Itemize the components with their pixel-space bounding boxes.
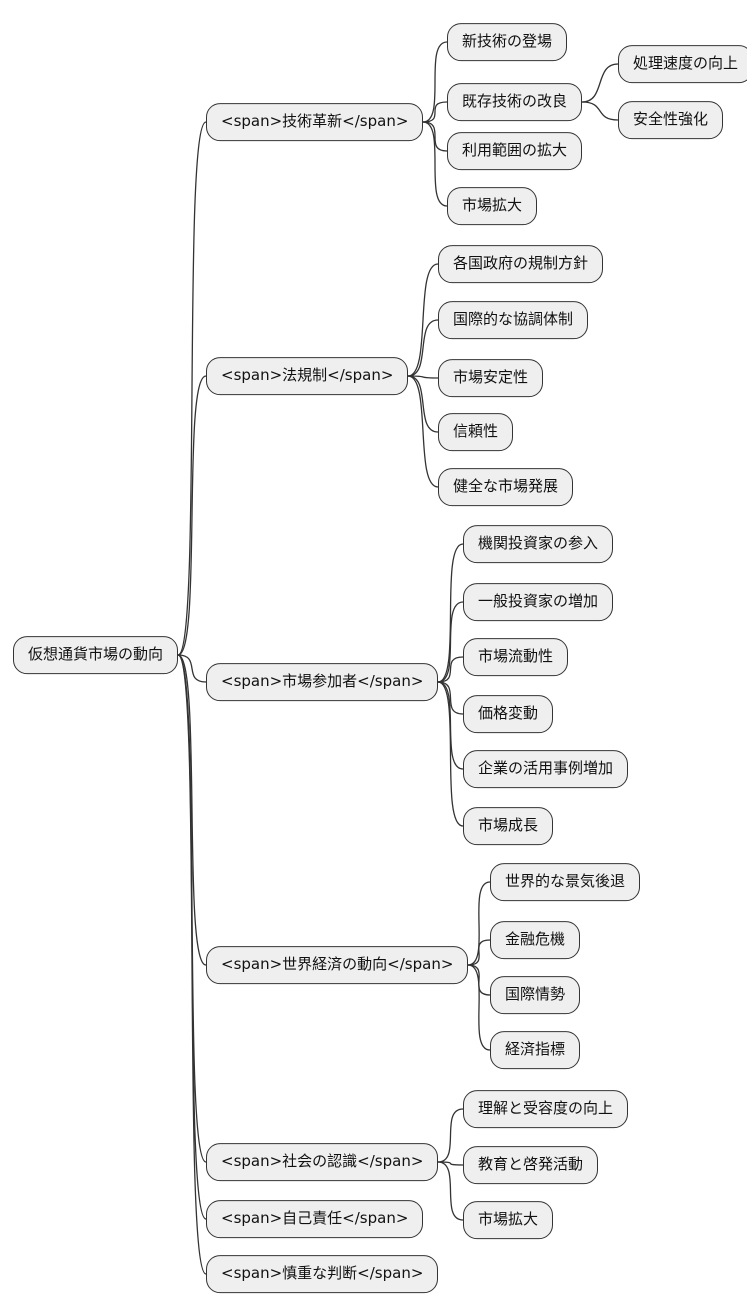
mindmap-node-part1: 機関投資家の参入 xyxy=(463,525,614,563)
edge-tech2-tech2a xyxy=(581,63,619,103)
mindmap-node-econ1: 世界的な景気後退 xyxy=(490,863,641,901)
mindmap-node-tech3: 利用範囲の拡大 xyxy=(447,132,583,170)
mindmap-node-econ4: 経済指標 xyxy=(490,1031,581,1069)
edge-part-part4 xyxy=(437,681,464,715)
mindmap-node-soc2: 教育と啓発活動 xyxy=(463,1146,599,1184)
mindmap-node-tech2b: 安全性強化 xyxy=(618,101,724,139)
mindmap-node-root: 仮想通貨市場の動向 xyxy=(13,636,179,674)
edge-econ-econ4 xyxy=(467,964,491,1051)
edge-soc-soc3 xyxy=(437,1161,464,1221)
mindmap-node-part2: 一般投資家の増加 xyxy=(463,583,614,621)
edge-law-law5 xyxy=(407,375,439,488)
edge-root-judg xyxy=(177,654,207,1275)
edge-soc-soc2 xyxy=(437,1161,464,1166)
edge-tech-tech2 xyxy=(422,101,448,123)
mindmap-node-tech1: 新技術の登場 xyxy=(447,23,568,61)
edge-part-part6 xyxy=(437,681,464,827)
mindmap-node-tech: <span>技術革新</span> xyxy=(206,103,424,141)
edge-tech2-tech2b xyxy=(581,101,619,121)
edge-part-part1 xyxy=(437,543,464,683)
mindmap-node-law4: 信頼性 xyxy=(438,413,514,451)
mindmap-node-tech4: 市場拡大 xyxy=(447,187,538,225)
mindmap-node-law5: 健全な市場発展 xyxy=(438,468,574,506)
mindmap-node-part6: 市場成長 xyxy=(463,807,554,845)
mindmap-node-resp: <span>自己責任</span> xyxy=(206,1200,424,1238)
mindmap-node-tech2: 既存技術の改良 xyxy=(447,83,583,121)
edge-part-part2 xyxy=(437,601,464,683)
edge-econ-econ2 xyxy=(467,939,491,966)
edge-root-law xyxy=(177,375,207,656)
edge-law-law2 xyxy=(407,319,439,377)
mindmap-node-part3: 市場流動性 xyxy=(463,638,569,676)
mindmap-node-econ3: 国際情勢 xyxy=(490,976,581,1014)
edge-law-law3 xyxy=(407,375,439,379)
mindmap-node-soc1: 理解と受容度の向上 xyxy=(463,1090,629,1128)
mindmap-node-soc3: 市場拡大 xyxy=(463,1201,554,1239)
mindmap-node-econ: <span>世界経済の動向</span> xyxy=(206,946,469,984)
mindmap-node-soc: <span>社会の認識</span> xyxy=(206,1143,439,1181)
edge-root-part xyxy=(177,654,207,683)
mindmap-node-judg: <span>慎重な判断</span> xyxy=(206,1255,439,1293)
edge-tech-tech3 xyxy=(422,121,448,152)
edge-law-law1 xyxy=(407,263,439,377)
edge-tech-tech1 xyxy=(422,41,448,123)
edge-econ-econ1 xyxy=(467,881,491,966)
mindmap-node-tech2a: 処理速度の向上 xyxy=(618,45,747,83)
edge-tech-tech4 xyxy=(422,121,448,207)
mindmap-node-law2: 国際的な協調体制 xyxy=(438,301,589,339)
edge-soc-soc1 xyxy=(437,1108,464,1163)
mindmap-node-part: <span>市場参加者</span> xyxy=(206,663,439,701)
mindmap-node-part5: 企業の活用事例増加 xyxy=(463,750,629,788)
mindmap-node-law: <span>法規制</span> xyxy=(206,357,409,395)
mindmap-node-econ2: 金融危機 xyxy=(490,921,581,959)
edge-part-part3 xyxy=(437,656,464,683)
mindmap-node-law1: 各国政府の規制方針 xyxy=(438,245,604,283)
edge-law-law4 xyxy=(407,375,439,433)
mindmap-node-part4: 価格変動 xyxy=(463,695,554,733)
mindmap-node-law3: 市場安定性 xyxy=(438,359,544,397)
edge-root-econ xyxy=(177,654,207,966)
edge-root-tech xyxy=(177,121,207,656)
